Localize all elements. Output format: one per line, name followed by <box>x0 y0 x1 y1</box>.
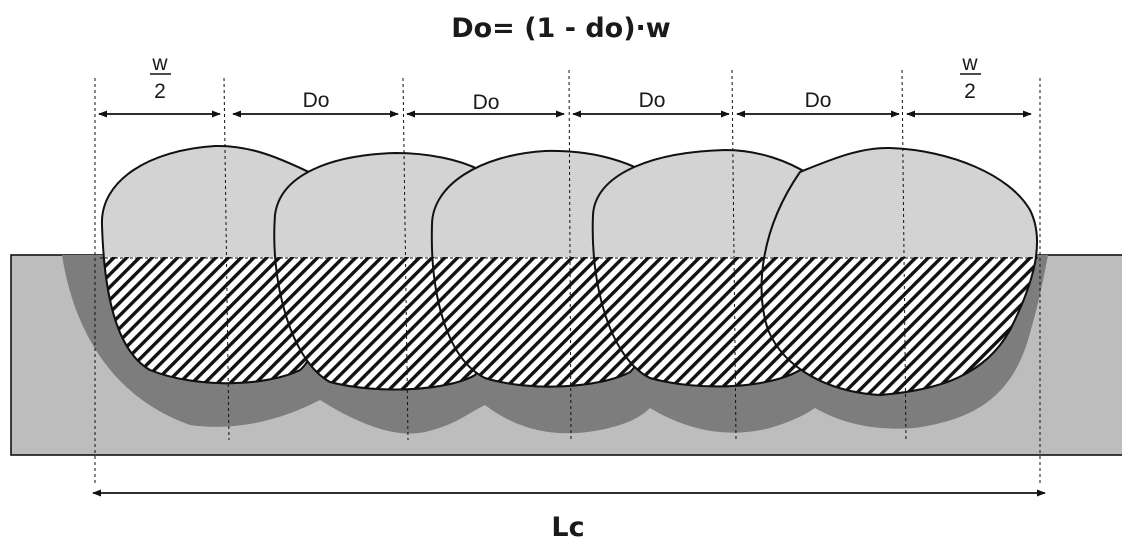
half-width-right-numerator: w <box>961 52 978 75</box>
half-width-label-right: w 2 <box>960 52 981 103</box>
overlap-label-2: Do <box>473 91 500 114</box>
overlap-label-4: Do <box>805 89 832 112</box>
penetration-hatch <box>102 257 1037 397</box>
overlap-label-1: Do <box>303 89 330 112</box>
half-width-right-denominator: 2 <box>964 80 976 103</box>
half-width-label-left: w 2 <box>150 52 171 103</box>
total-length-label: Lc <box>551 512 584 543</box>
formula-title: Do= (1 - do)·w <box>451 13 671 44</box>
half-width-left-numerator: w <box>151 52 168 75</box>
half-width-left-denominator: 2 <box>154 80 166 103</box>
reference-lines <box>94 69 1041 485</box>
overlap-label-3: Do <box>639 89 666 112</box>
